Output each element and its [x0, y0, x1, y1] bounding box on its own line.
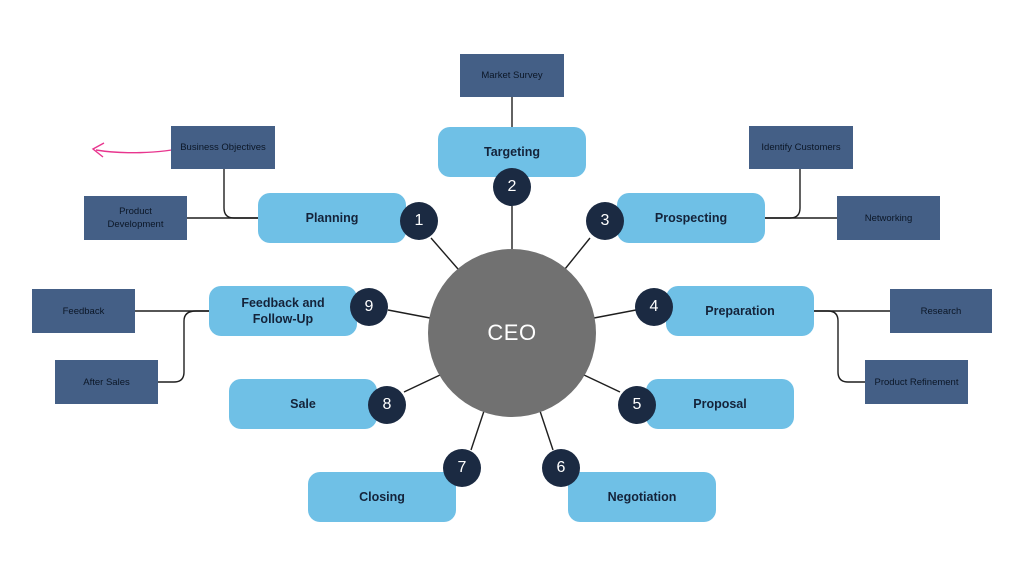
- step-7-closing: Closing: [308, 472, 456, 522]
- step-4-preparation: Preparation: [666, 286, 814, 336]
- detail-product-refinement: Product Refinement: [865, 360, 968, 404]
- step-1-planning: Planning: [258, 193, 406, 243]
- detail-after-sales: After Sales: [55, 360, 158, 404]
- spoke-1: [430, 237, 459, 270]
- detail-feedback: Feedback: [32, 289, 135, 333]
- spoke-8: [403, 374, 441, 393]
- step-9-feedback-and-follow-up: Feedback and Follow-Up: [209, 286, 357, 336]
- step-7-number-badge: 7: [443, 449, 481, 487]
- step-3-number-badge: 3: [586, 202, 624, 240]
- step-4-number-badge: 4: [635, 288, 673, 326]
- detail-product-development: Product Development: [84, 196, 187, 240]
- step-2-number-badge: 2: [493, 168, 531, 206]
- step-1-number-badge: 1: [400, 202, 438, 240]
- spoke-5: [583, 374, 621, 393]
- step-8-sale: Sale: [229, 379, 377, 429]
- detail-business-objectives: Business Objectives: [171, 126, 275, 169]
- step-8-number-badge: 8: [368, 386, 406, 424]
- detail-market-survey: Market Survey: [460, 54, 564, 97]
- spoke-9: [387, 309, 431, 319]
- connector-product-refinement: [814, 310, 865, 383]
- step-5-proposal: Proposal: [646, 379, 794, 429]
- step-9-number-badge: 9: [350, 288, 388, 326]
- detail-research: Research: [890, 289, 992, 333]
- spoke-6: [539, 410, 554, 451]
- connector-after-sales: [158, 310, 210, 383]
- step-5-number-badge: 5: [618, 386, 656, 424]
- spoke-7: [470, 410, 485, 451]
- step-3-prospecting: Prospecting: [617, 193, 765, 243]
- step-6-negotiation: Negotiation: [568, 472, 716, 522]
- detail-identify-customers: Identify Customers: [749, 126, 853, 169]
- spoke-4: [593, 309, 637, 319]
- center-node-ceo: CEO: [428, 249, 596, 417]
- detail-networking: Networking: [837, 196, 940, 240]
- step-6-number-badge: 6: [542, 449, 580, 487]
- spoke-3: [564, 237, 591, 270]
